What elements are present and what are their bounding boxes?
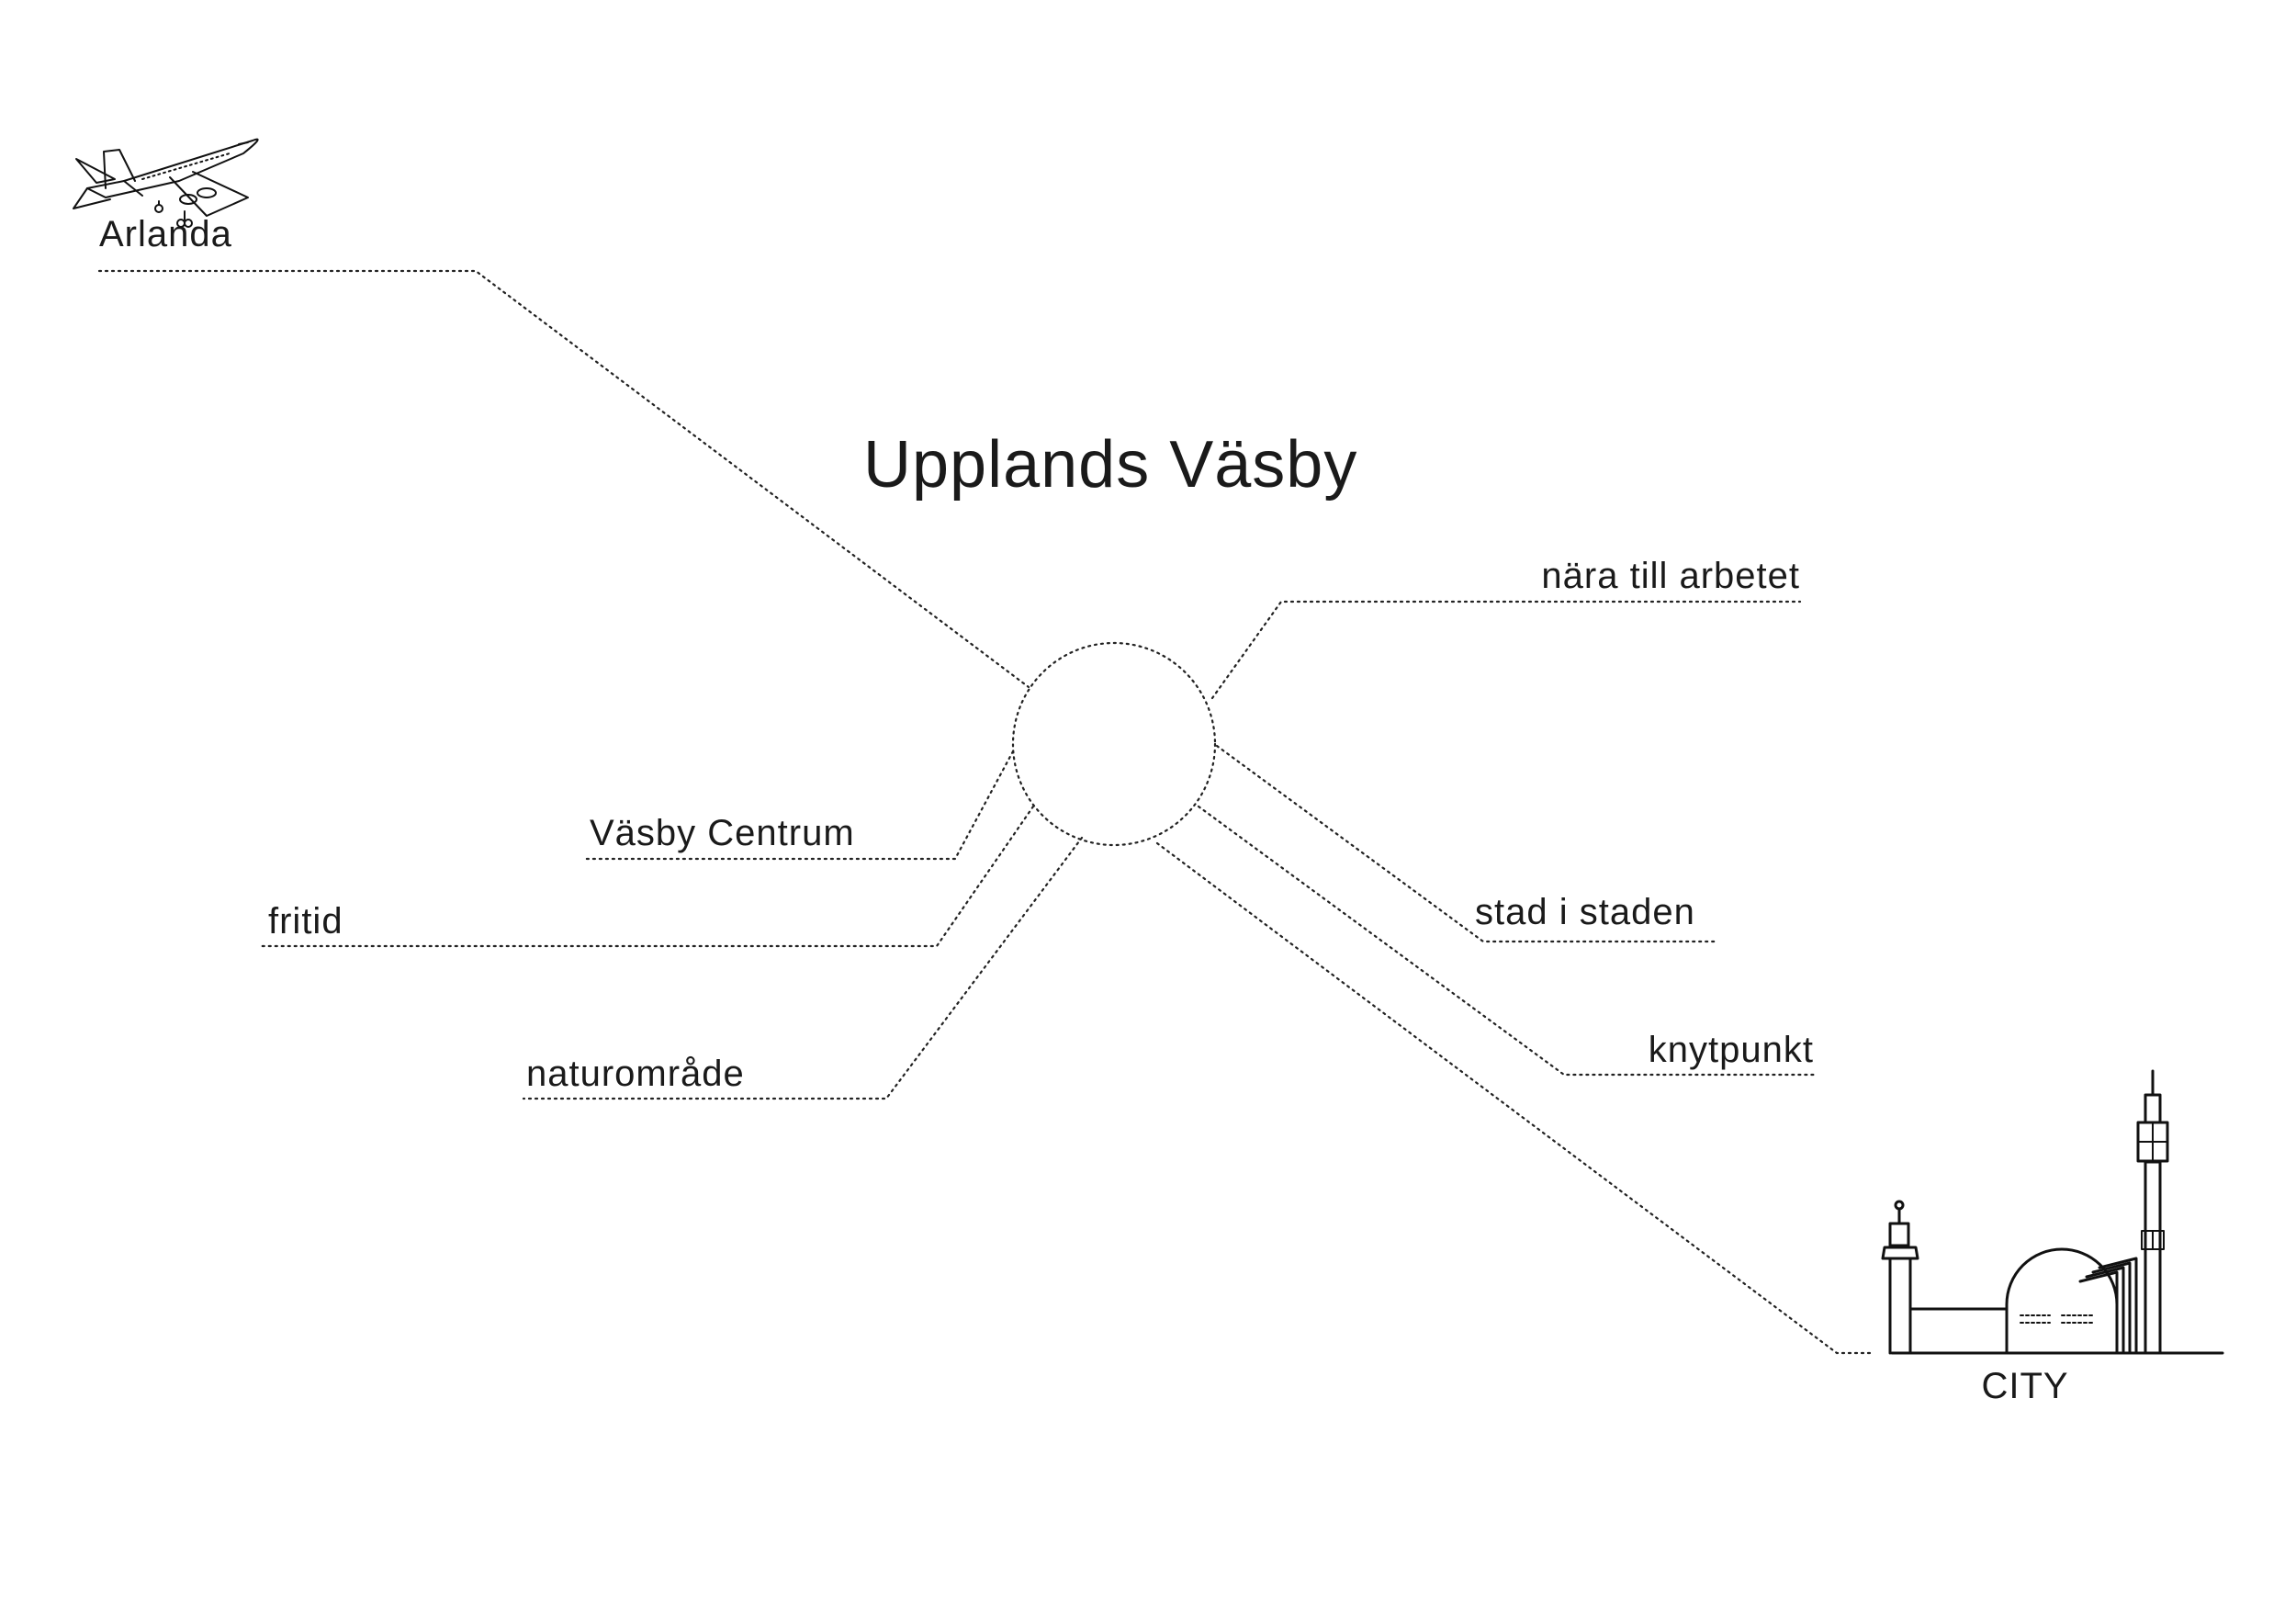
label-fritid: fritid: [268, 901, 343, 942]
label-naturomrade: naturområde: [526, 1054, 745, 1094]
connector-stad-i-staden: [1215, 744, 1719, 943]
label-knytpunkt: knytpunkt: [1649, 1030, 1814, 1070]
hub-circle: [1011, 641, 1217, 847]
label-city: CITY: [1981, 1366, 2068, 1406]
label-nara-till-arbetet: nära till arbetet: [1541, 556, 1800, 596]
connector-vasby-centrum: [584, 750, 1015, 861]
label-vasby-centrum: Väsby Centrum: [590, 813, 855, 853]
airplane-icon: [73, 138, 259, 228]
diagram-title: Upplands Väsby: [863, 428, 1357, 502]
city-skyline-icon: [1881, 1069, 2224, 1355]
connector-fritid: [260, 805, 1035, 948]
label-stad-i-staden: stad i staden: [1475, 892, 1695, 932]
connector-knytpunkt: [1197, 805, 1816, 1077]
connector-naturomrade: [522, 836, 1084, 1100]
connector-nara-till-arbetet: [1210, 600, 1802, 700]
connector-city: [1155, 841, 1875, 1355]
label-arlanda: Arlanda: [99, 214, 232, 254]
connector-arlanda: [97, 269, 1030, 689]
